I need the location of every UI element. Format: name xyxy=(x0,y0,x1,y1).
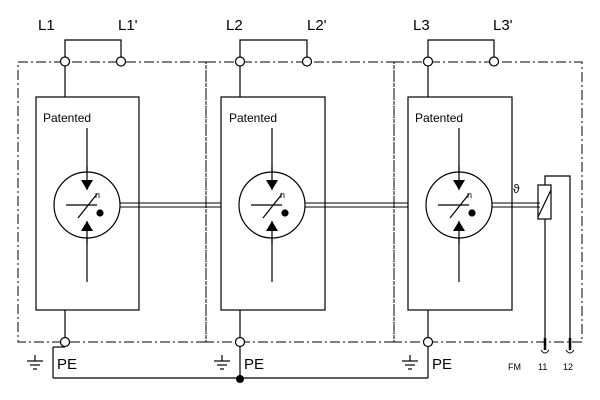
dot-icon xyxy=(468,209,476,217)
pin-label-12: 12 xyxy=(563,362,573,372)
ground-icon xyxy=(402,355,418,370)
terminal-l2 xyxy=(234,56,246,67)
terminal-label-l2: L2 xyxy=(226,17,243,34)
remote-signal-contact: ϑ FM 11 12 xyxy=(508,175,575,372)
dot-icon xyxy=(281,209,289,217)
pin-11-terminal-icon xyxy=(540,349,550,354)
top-terminals-pole-1 xyxy=(59,39,127,97)
pe-label-1: PE xyxy=(57,356,77,373)
terminal-label-l3-prime: L3' xyxy=(493,17,513,34)
terminal-l1 xyxy=(59,56,71,67)
terminal-l2-prime xyxy=(301,56,313,67)
terminal-l3-prime xyxy=(488,56,500,67)
terminal-label-l2-prime: L2' xyxy=(307,17,327,34)
terminal-label-l1: L1 xyxy=(38,17,55,34)
ground-icon xyxy=(214,355,230,370)
pin-12-terminal-icon xyxy=(565,349,575,354)
pe-label-3: PE xyxy=(432,356,452,373)
terminal-l1-prime xyxy=(115,56,127,67)
enclosure-pole-2 xyxy=(205,61,395,343)
symbol-letter-2: n xyxy=(280,190,285,200)
terminal-pe-2 xyxy=(234,336,246,348)
enclosure-outlines xyxy=(17,61,583,343)
terminal-label-l1-prime: L1' xyxy=(118,17,138,34)
terminal-pe-3 xyxy=(422,336,434,348)
module-label-3: Patented xyxy=(415,111,463,125)
terminal-label-l3: L3 xyxy=(413,17,430,34)
top-terminals-pole-3 xyxy=(422,39,500,97)
terminal-l3 xyxy=(422,56,434,67)
junction-dot xyxy=(236,375,244,383)
pin-label-11: 11 xyxy=(538,362,547,372)
switch-contact xyxy=(537,189,552,218)
module-label-1: Patented xyxy=(43,111,91,125)
enclosure-pole-3 xyxy=(393,61,583,343)
mechanical-linkage xyxy=(120,202,540,208)
pe-bus xyxy=(52,310,434,383)
symbol-letter-3: n xyxy=(467,190,472,200)
thermal-symbol: ϑ xyxy=(513,182,520,196)
top-terminals-pole-2 xyxy=(234,39,313,97)
terminal-pe-1 xyxy=(59,336,71,348)
pe-label-2: PE xyxy=(244,356,264,373)
enclosure-pole-1 xyxy=(17,61,207,343)
symbol-letter-1: n xyxy=(95,190,100,200)
dot-icon xyxy=(96,209,104,217)
remote-contact-label: FM xyxy=(508,362,521,372)
ground-icon xyxy=(27,355,43,370)
module-label-2: Patented xyxy=(229,111,277,125)
protection-module-1: Patented n xyxy=(35,96,140,311)
